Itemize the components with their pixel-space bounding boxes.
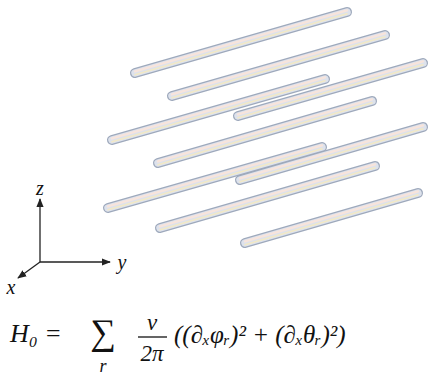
coordinate-axes — [18, 199, 110, 278]
axis-label: x — [7, 277, 16, 297]
axis-label: y — [118, 252, 127, 272]
sum-symbol: ∑ — [90, 314, 116, 350]
fraction-denominator: 2π — [140, 342, 163, 365]
formula-term: H₀ = — [10, 321, 62, 347]
wire-rods — [108, 10, 423, 244]
axis-label: z — [36, 178, 44, 198]
fraction-numerator: v — [147, 311, 157, 334]
fraction-bar — [138, 336, 167, 337]
formula-term: ((∂ₓφᵣ)² + (∂ₓθᵣ)²) — [174, 322, 346, 347]
sum-index: r — [99, 357, 106, 375]
